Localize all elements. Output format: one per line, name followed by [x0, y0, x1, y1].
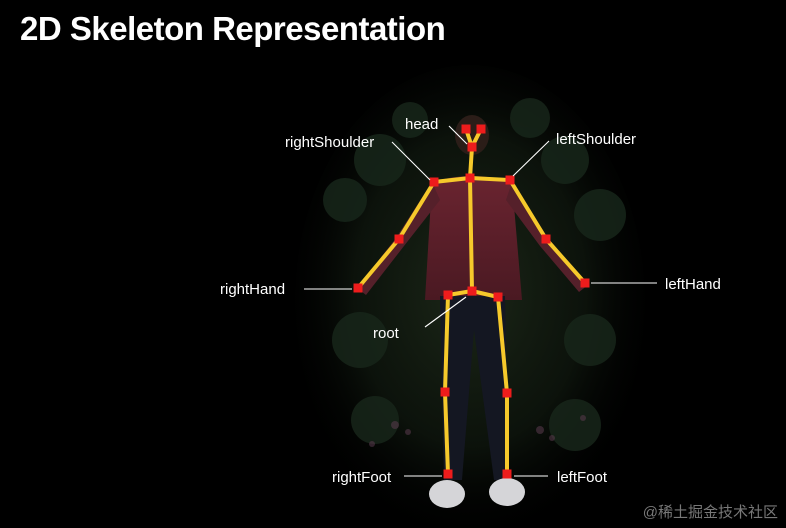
joint-head: [467, 142, 477, 152]
joint-right-knee: [440, 387, 450, 397]
joint-left-hand: [580, 278, 590, 288]
bone-spine: [468, 176, 474, 293]
leader-head: [448, 125, 468, 145]
label-right-hand: rightHand: [220, 281, 285, 298]
bone-neck: [468, 145, 474, 180]
joint-right-foot: [443, 469, 453, 479]
bone-upper-arm-right: [397, 180, 436, 241]
joint-right-hip: [443, 290, 453, 300]
bone-shoulder-left: [468, 176, 512, 182]
label-left-hand: leftHand: [665, 276, 721, 293]
joint-eye-right: [461, 124, 471, 134]
joint-left-knee: [502, 388, 512, 398]
label-left-foot: leftFoot: [557, 469, 608, 486]
joint-left-hip: [493, 292, 503, 302]
watermark: @稀土掘金技术社区: [642, 504, 778, 521]
label-root: root: [373, 325, 400, 342]
joint-left-elbow: [541, 234, 551, 244]
joint-eye-left: [476, 124, 486, 134]
joint-root: [467, 286, 477, 296]
joint-left-shoulder: [505, 175, 515, 185]
leader-lines: [304, 125, 657, 477]
bone-shoulder-right: [432, 176, 472, 184]
leader-right-shoulder: [391, 141, 431, 181]
bone-forearm-right: [356, 237, 401, 290]
joint-labels: head rightShoulder leftShoulder rightHan…: [220, 116, 721, 486]
joint-neck: [465, 173, 475, 183]
joint-right-hand: [353, 283, 363, 293]
skeleton-joints: [353, 124, 590, 479]
bone-thigh-left: [496, 295, 509, 395]
joint-right-shoulder: [429, 177, 439, 187]
label-left-shoulder: leftShoulder: [556, 131, 636, 148]
label-right-foot: rightFoot: [332, 469, 392, 486]
page-title: 2D Skeleton Representation: [20, 10, 446, 47]
bone-forearm-left: [544, 237, 587, 285]
label-head: head: [405, 116, 438, 133]
leader-root: [424, 296, 467, 328]
joint-left-foot: [502, 469, 512, 479]
joint-right-elbow: [394, 234, 404, 244]
bone-shin-right: [443, 390, 450, 476]
label-right-shoulder: rightShoulder: [285, 134, 374, 151]
leader-left-shoulder: [512, 140, 550, 177]
bone-upper-arm-left: [508, 178, 548, 241]
